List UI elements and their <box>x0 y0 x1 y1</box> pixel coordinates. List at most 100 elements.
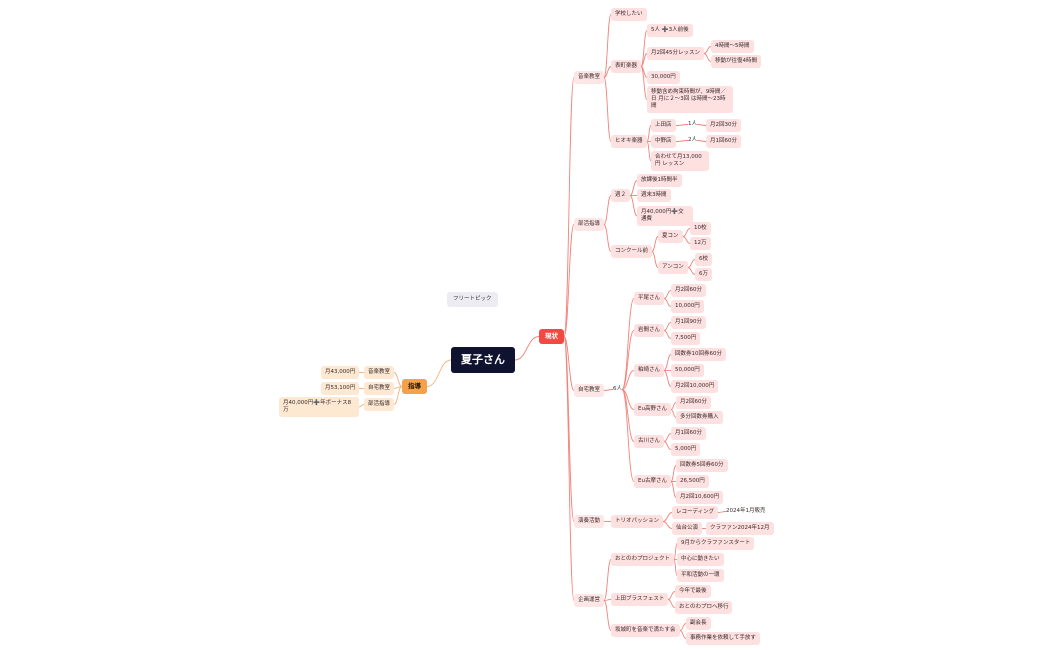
student-2[interactable]: 岩間さん <box>634 324 665 337</box>
left-ongaku[interactable]: 音楽教室 <box>364 366 395 379</box>
student-4-item-2[interactable]: 多分回数券購入 <box>676 411 723 424</box>
connector-29 <box>603 195 612 225</box>
hiogi-total[interactable]: 合わせて月13,000円 レッスン <box>651 151 709 171</box>
hiogi-count-2[interactable]: 2人 <box>688 137 697 143</box>
left-jitaku-value[interactable]: 月53,100円 <box>321 382 360 395</box>
topic-bukatsu[interactable]: 部活指導 <box>574 218 605 231</box>
otowa-item-1[interactable]: 9月からクラファンスタート <box>677 537 755 550</box>
student-5-item-1[interactable]: 月1回60分 <box>671 427 706 440</box>
contest-natsu[interactable]: 夏コン <box>658 230 683 243</box>
sanpo-sub-1[interactable]: 4時間〜5時間 <box>711 40 754 53</box>
connector-46 <box>621 389 635 482</box>
ueda-item-1[interactable]: 今年で最後 <box>675 585 711 598</box>
student-1-item-1[interactable]: 月2回60分 <box>671 284 706 297</box>
connector-49 <box>663 322 672 331</box>
bukatsu-week[interactable]: 週２ <box>611 189 631 202</box>
connector-64 <box>717 511 727 513</box>
trio-rec[interactable]: レコーディング <box>672 506 719 519</box>
ongaku-gakki[interactable]: 学校したい <box>611 8 647 21</box>
connector-22 <box>646 125 652 142</box>
left-bukatsu[interactable]: 部活指導 <box>364 398 395 411</box>
floating-topic[interactable]: フリートピック <box>447 292 498 307</box>
otowa-item-3[interactable]: 平和活動の一環 <box>677 569 724 582</box>
ongaku-hiogi[interactable]: ヒオキ楽器 <box>611 135 647 148</box>
student-4-item-1[interactable]: 月2回60分 <box>676 396 711 409</box>
connector-10 <box>563 336 575 391</box>
connector-57 <box>663 441 672 450</box>
connector-9 <box>563 224 575 337</box>
sendai-item[interactable]: クラファン2024年12月 <box>706 522 774 535</box>
connector-41 <box>621 298 635 390</box>
student-1-item-2[interactable]: 10,000円 <box>671 300 704 313</box>
left-jitaku[interactable]: 自宅教室 <box>364 382 395 395</box>
student-5[interactable]: 古川さん <box>634 435 665 448</box>
connector-71 <box>673 559 678 576</box>
student-1[interactable]: 平尾さん <box>634 292 665 305</box>
bukatsu-contest[interactable]: コンクール前 <box>611 245 653 258</box>
connector-67 <box>603 599 612 601</box>
student-2-item-2[interactable]: 7,500円 <box>671 332 701 345</box>
connector-43 <box>621 370 635 390</box>
student-2-item-1[interactable]: 月1回90分 <box>671 316 706 329</box>
sanpo-sub-2[interactable]: 移動が往復4時間 <box>711 55 761 68</box>
ongaku-sanpo[interactable]: 表町楽器 <box>611 60 642 73</box>
student-6-item-3[interactable]: 月2回10,600円 <box>676 491 724 504</box>
connector-0 <box>514 336 540 361</box>
sakaki-item-2[interactable]: 事務作業を依頼して手放す <box>686 632 760 645</box>
student-3-item-1[interactable]: 回数券10回券60分 <box>671 348 726 361</box>
connector-2 <box>393 372 403 387</box>
topic-ensou[interactable]: 演奏活動 <box>574 515 605 528</box>
connector-36 <box>682 228 691 237</box>
week-item-2[interactable]: 週末3時間 <box>637 189 671 202</box>
branch-genjou[interactable]: 現状 <box>539 329 564 344</box>
kikaku-otowa[interactable]: おとのわプロジェクト <box>611 553 674 566</box>
student-6-item-2[interactable]: 26,500円 <box>676 475 709 488</box>
connector-16 <box>640 30 648 67</box>
student-3-item-2[interactable]: 50,000円 <box>671 364 704 377</box>
student-3[interactable]: 粕崎さん <box>634 364 665 377</box>
ueda-item-2[interactable]: おとのわプロへ移行 <box>675 601 733 614</box>
hiogi-place-2[interactable]: 中野店 <box>651 135 676 148</box>
student-4[interactable]: Eu高野さん <box>634 403 671 416</box>
week-item-3[interactable]: 月40,000円➕交通費 <box>637 206 693 226</box>
topic-jitaku[interactable]: 自宅教室 <box>574 384 605 397</box>
connector-73 <box>667 599 676 608</box>
sanpo-item-2[interactable]: 月2回45分レッスン <box>647 47 704 60</box>
trio-sendai[interactable]: 仙台公演 <box>672 522 703 535</box>
week-item-1[interactable]: 放課後1時間半 <box>637 174 682 187</box>
rec-item[interactable]: 2024年1月販売 <box>726 508 766 514</box>
connector-14 <box>603 66 612 78</box>
ensou-trio[interactable]: トリオパッション <box>611 515 664 528</box>
topic-ongaku[interactable]: 音楽教室 <box>574 71 605 84</box>
student-5-item-2[interactable]: 5,000円 <box>671 443 701 456</box>
connector-27 <box>696 124 707 126</box>
student-3-item-3[interactable]: 月2回10,000円 <box>671 380 719 393</box>
connector-63 <box>662 521 673 529</box>
root-topic[interactable]: 夏子さん <box>451 347 515 373</box>
otowa-item-2[interactable]: 中心に動きたい <box>677 553 724 566</box>
sanpo-item-3[interactable]: 30,000円 <box>647 71 680 84</box>
left-bukatsu-value[interactable]: 月40,000円➕年ボーナス8万 <box>279 397 359 417</box>
kikaku-ueda[interactable]: 上田ブラスフェスト <box>611 593 669 606</box>
ancon-item-1[interactable]: 6校 <box>695 253 712 266</box>
student-6[interactable]: Eu古摩さん <box>634 475 671 488</box>
natsu-item-2[interactable]: 12万 <box>690 237 711 250</box>
ancon-item-2[interactable]: 6万 <box>695 268 712 281</box>
connector-55 <box>670 409 677 418</box>
topic-kikaku[interactable]: 企画運営 <box>574 594 605 607</box>
hiogi-lesson-1[interactable]: 月2回30分 <box>706 119 741 132</box>
sanpo-item-1[interactable]: 5人 ➕3人前後 <box>647 24 693 37</box>
natsu-item-1[interactable]: 10校 <box>690 222 711 235</box>
student-6-item-1[interactable]: 回数券5回券60分 <box>676 459 728 472</box>
left-ongaku-value[interactable]: 月43,000円 <box>321 366 360 379</box>
sakaki-item-1[interactable]: 副会長 <box>686 617 711 630</box>
hiogi-lesson-2[interactable]: 月1回60分 <box>706 135 741 148</box>
hiogi-place-1[interactable]: 上田店 <box>651 119 676 132</box>
jitaku-count[interactable]: 6人 <box>613 386 622 392</box>
kikaku-sakaki[interactable]: 坂城町を音楽で満たす会 <box>611 624 680 637</box>
sanpo-item-4[interactable]: 移動含め拘束時間が、9時間／日 月に２〜3回 は時間〜23時間 <box>647 86 733 113</box>
branch-shidou[interactable]: 指導 <box>402 379 427 394</box>
contest-ancon[interactable]: アンコン <box>658 261 688 274</box>
connector-51 <box>663 354 672 371</box>
hiogi-count-1[interactable]: 1人 <box>688 121 697 127</box>
